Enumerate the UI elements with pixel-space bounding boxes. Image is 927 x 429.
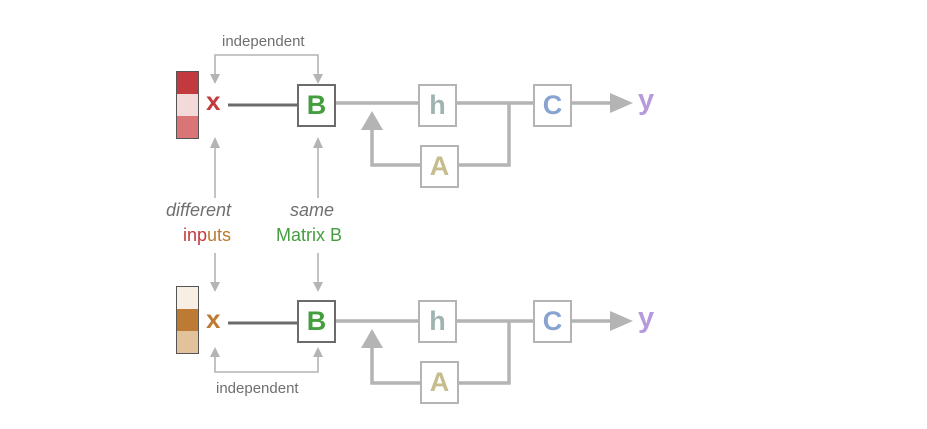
top-input-vector-cell-1 — [177, 72, 198, 94]
inputs-label: inputs — [183, 225, 231, 246]
bottom-B-box: B — [297, 300, 336, 343]
bottom-bracket-arrow-right — [313, 347, 323, 357]
top-loop-arrowhead — [361, 111, 383, 130]
bottom-loop-left-line — [370, 346, 420, 385]
top-y-arrowhead — [610, 93, 633, 113]
top-bracket-arrow-left — [210, 74, 220, 84]
bottom-h-box: h — [418, 300, 457, 343]
bottom-bracket-arrow-left — [210, 347, 220, 357]
bottom-independent-label: independent — [216, 380, 299, 397]
top-h-letter: h — [429, 90, 446, 120]
different-label: different — [166, 200, 231, 221]
top-input-vector-cell-3 — [177, 115, 198, 138]
bottom-C-letter: C — [542, 306, 563, 336]
top-y-label: y — [638, 84, 655, 116]
bottom-y-label: y — [638, 302, 655, 334]
bottom-input-vector-cell-1 — [177, 287, 198, 309]
bottom-A-box: A — [420, 361, 459, 404]
different-text: different — [166, 200, 232, 220]
top-B-letter: B — [306, 90, 327, 120]
bottom-B-letter: B — [306, 306, 327, 336]
top-x-label: x — [206, 86, 221, 116]
top-bracket-arrow-right — [313, 74, 323, 84]
same-label: same — [290, 200, 335, 220]
top-C-box: C — [533, 84, 572, 127]
top-A-box: A — [420, 145, 459, 188]
top-input-vector — [176, 71, 199, 139]
top-input-vector-cell-2 — [177, 93, 198, 116]
same-up-arrow — [313, 137, 323, 148]
inputs-part-2: uts — [207, 225, 232, 245]
bottom-h-letter: h — [429, 306, 446, 336]
top-C-letter: C — [542, 90, 563, 120]
top-independent-label: independent — [222, 33, 305, 50]
bottom-input-vector-cell-3 — [177, 330, 198, 353]
bottom-C-box: C — [533, 300, 572, 343]
bottom-loop-right-line — [459, 321, 511, 385]
top-loop-right-line — [459, 103, 511, 167]
different-down-arrow — [210, 282, 220, 292]
same-down-arrow — [313, 282, 323, 292]
bottom-y-arrowhead — [610, 311, 633, 331]
inputs-part-1: inp — [183, 225, 208, 245]
different-up-arrow — [210, 137, 220, 148]
connector-lines — [210, 54, 633, 385]
top-A-letter: A — [429, 151, 450, 181]
matrix-b-label: Matrix B — [276, 225, 343, 245]
bottom-x-label: x — [206, 304, 221, 334]
top-B-box: B — [297, 84, 336, 127]
bottom-input-vector — [176, 286, 199, 354]
bottom-loop-arrowhead — [361, 329, 383, 348]
top-h-box: h — [418, 84, 457, 127]
bottom-A-letter: A — [429, 367, 450, 397]
bottom-input-vector-cell-2 — [177, 308, 198, 331]
top-independent-bracket — [214, 54, 319, 78]
top-loop-left-line — [370, 128, 420, 167]
bottom-independent-bracket — [214, 352, 319, 373]
